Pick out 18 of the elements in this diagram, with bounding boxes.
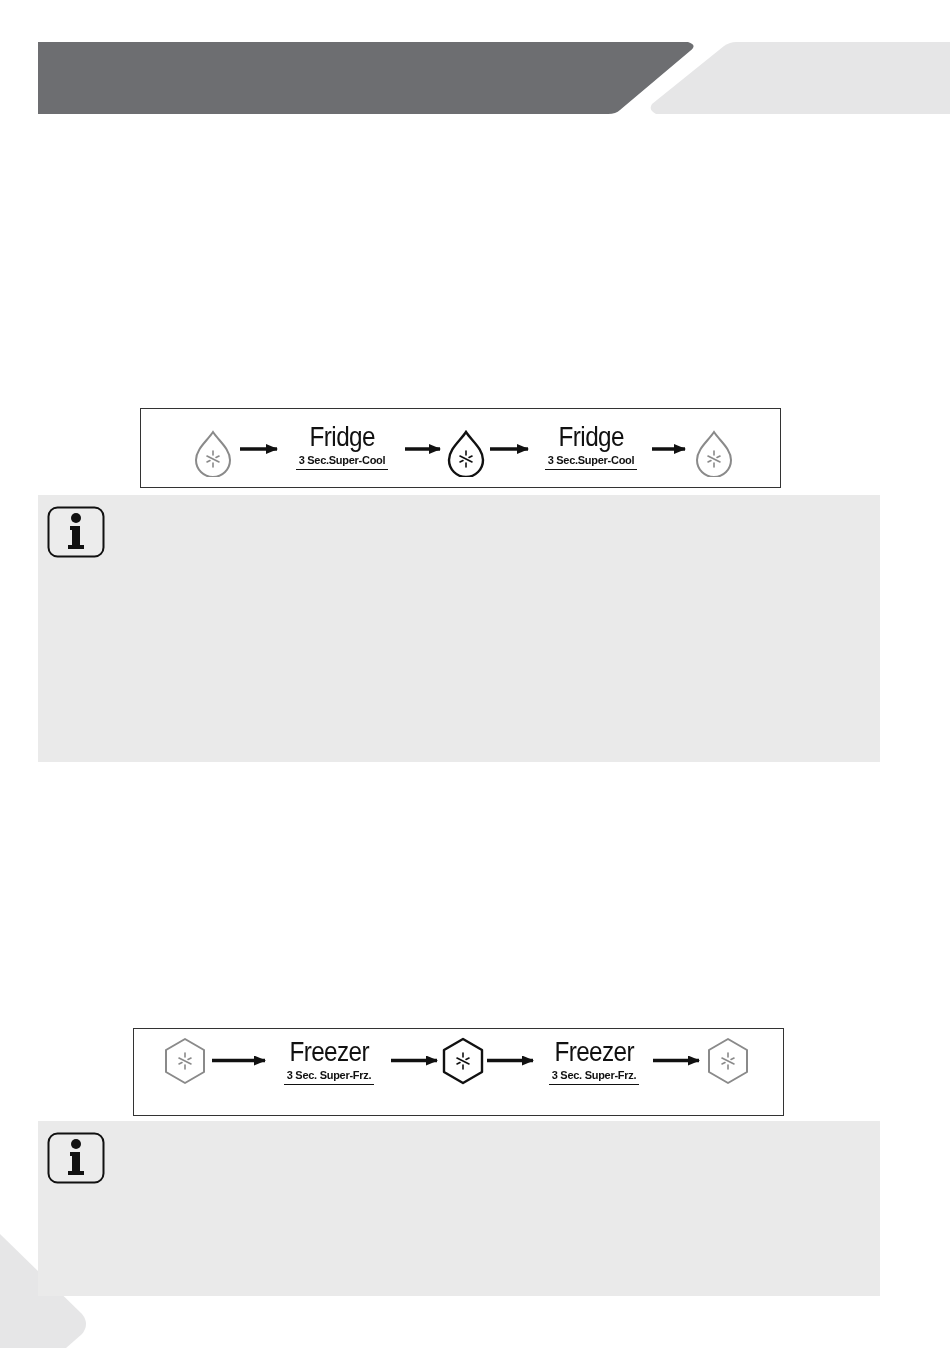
arrow (490, 444, 529, 454)
arrow (653, 1055, 700, 1066)
mode-subtitle: 3 Sec.Super-Cool (544, 453, 638, 471)
arrow (652, 444, 686, 454)
arrow (487, 1055, 534, 1066)
mode-title: Freezer (554, 1038, 634, 1066)
mode-subtitle: 3 Sec. Super-Frz. (283, 1068, 375, 1086)
arrow (405, 444, 441, 454)
mode-subtitle: 3 Sec.Super-Cool (295, 453, 389, 471)
arrow (212, 1055, 266, 1066)
mode-title: Fridge (558, 423, 624, 451)
display-panel (140, 408, 781, 488)
arrow (240, 444, 278, 454)
mode-subtitle: 3 Sec. Super-Frz. (548, 1068, 640, 1086)
mode-title: Fridge (309, 423, 375, 451)
display-panel (133, 1028, 784, 1116)
arrow (391, 1055, 438, 1066)
mode-title: Freezer (289, 1038, 369, 1066)
